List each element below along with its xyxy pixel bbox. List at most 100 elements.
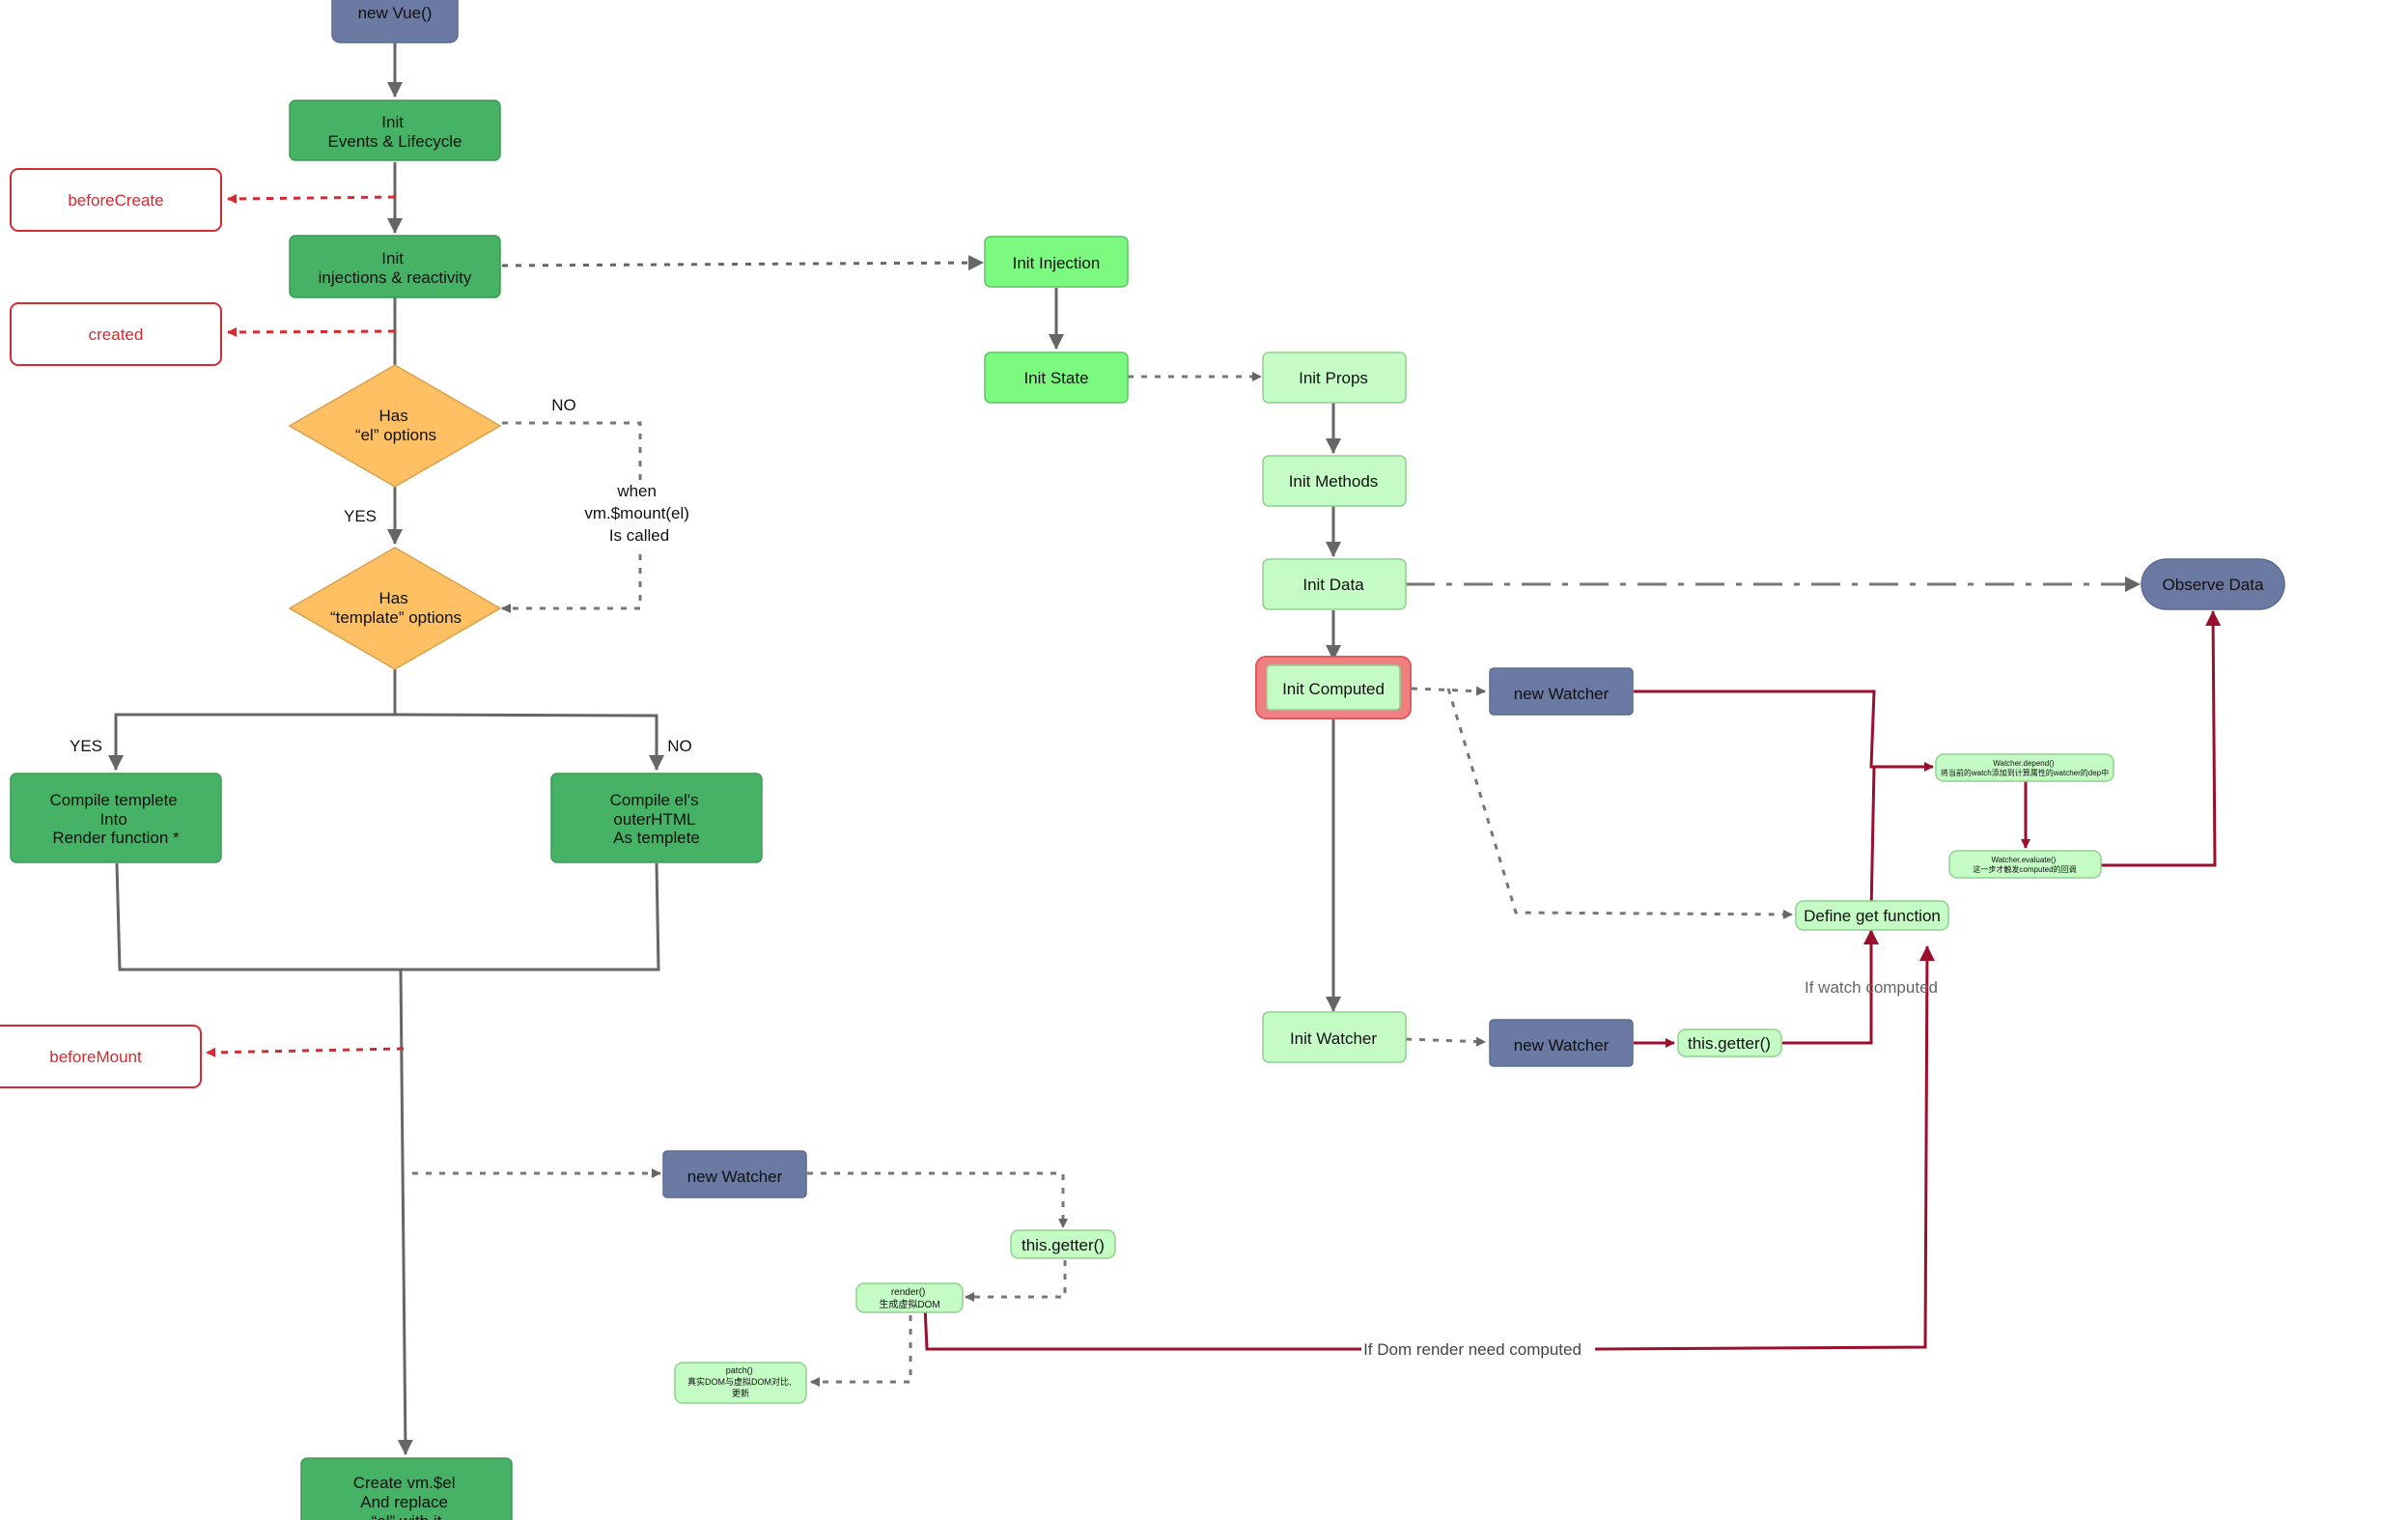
node-watcher-evaluate-line-2: 这一步才触发computed的回调 [1973,864,2076,874]
node-compile-template: Compile templete Into Render function * [10,773,222,863]
label-if-dom-render: If Dom render need computed [1363,1340,1582,1359]
line-compile-template-down [115,862,401,971]
node-this-getter-watch: this.getter() [1677,1028,1782,1057]
node-compile-template-line-2: Into [99,810,126,829]
node-new-watcher-render-label: new Watcher [687,1168,783,1186]
svg-text:Watcher.depend() 将当前的wat: Watcher.depend() 将当前的watch添加到计算属性的watche… [1941,759,2109,777]
hook-before-create: beforeCreate [10,168,222,232]
node-render-fn-line-1: render() [891,1287,926,1298]
svg-text:Create vm.$el And replac: Create vm.$el And replace “el” with it [353,1474,461,1520]
hook-created: created [10,302,222,366]
node-new-watcher-computed: new Watcher [1489,667,1634,716]
node-init-props: Init Props [1262,352,1407,404]
decision-has-template-line-2: “template” options [330,608,462,627]
label-yes-template: YES [70,737,102,755]
node-new-watcher-render: new Watcher [662,1150,807,1198]
line-compile-el-down [401,862,660,971]
arrow-render-to-patch [810,1315,912,1387]
node-compile-el-line-2: outerHTML [613,810,695,829]
arrow-getter-to-define [1782,929,1879,1045]
arrow-to-before-create [227,193,396,204]
node-observe-data: Observe Data [2141,558,2285,610]
decision-has-el-line-1: Has [379,407,408,425]
node-watcher-depend: Watcher.depend() 将当前的watch添加到计算属性的watche… [1935,753,2114,782]
node-patch-fn-line-3: 更新 [732,1388,749,1398]
decision-has-template: Has “template” options [288,547,502,670]
svg-text:Compile templete Into: Compile templete Into Render function * [49,791,182,847]
node-this-getter-render-label: this.getter() [1022,1236,1105,1254]
node-create-vm-el-line-2: And replace [360,1493,448,1511]
node-new-vue: new Vue() [331,0,459,43]
svg-text:render() 生成虚拟DOM: render() 生成虚拟DOM [879,1287,939,1310]
hook-before-mount: beforeMount [0,1025,202,1088]
label-when-mount-line-1: when [616,482,657,500]
hook-before-create-label: beforeCreate [68,191,163,210]
node-init-data: Init Data [1262,558,1407,610]
svg-text:Has “el” options: Has “el” options [355,407,436,444]
node-render-fn-line-2: 生成虚拟DOM [879,1298,939,1310]
node-init-injections: Init injections & reactivity [289,235,501,298]
node-compile-template-line-1: Compile templete [49,791,177,809]
node-init-injections-line-2: injections & reactivity [319,268,472,287]
node-compile-el: Compile el's outerHTML As templete [550,773,763,863]
node-render-fn: render() 生成虚拟DOM [855,1282,964,1313]
line-has-template-split [108,669,397,771]
decision-has-el: Has “el” options [288,364,502,488]
node-watcher-evaluate: Watcher.evaluate() 这一步才触发computed的回调 [1948,850,2102,879]
node-init-data-label: Init Data [1302,576,1364,594]
arrow-init-watcher-to-watcher [1405,1036,1486,1047]
label-no-template: NO [667,737,692,755]
arrow-getter-to-render [965,1260,1067,1302]
node-this-getter-render: this.getter() [1010,1229,1116,1259]
label-yes-el: YES [344,507,377,525]
svg-text:Compile el's outerHTML: Compile el's outerHTML As templete [610,791,704,847]
arrow-to-before-mount [206,1047,405,1057]
label-when-mount-line-3: Is called [609,526,669,545]
hook-before-mount-label: beforeMount [49,1048,142,1066]
node-init-computed-label: Init Computed [1282,680,1385,698]
node-init-methods-label: Init Methods [1289,472,1379,491]
node-observe-data-label: Observe Data [2163,576,2264,594]
decision-has-el-line-2: “el” options [355,426,436,444]
node-init-computed: Init Computed [1255,656,1412,719]
node-new-vue-label: new Vue() [358,4,433,22]
node-this-getter-watch-label: this.getter() [1688,1034,1771,1053]
arrow-evaluate-to-observe [2101,610,2222,867]
svg-text:Watcher.evaluate() 这一步才触: Watcher.evaluate() 这一步才触发computed的回调 [1973,856,2076,874]
svg-text:Init injections & reacti: Init injections & reactivity [319,249,472,287]
node-init-props-label: Init Props [1299,369,1368,387]
arrow-computed-to-define-get [1446,688,1793,919]
node-compile-el-line-3: As templete [613,829,700,847]
node-create-vm-el-line-3: “el” with it [372,1512,442,1520]
node-new-watcher-watch-label: new Watcher [1514,1036,1610,1055]
node-new-watcher-watch: new Watcher [1489,1019,1634,1067]
line-define-up [1869,766,1876,914]
line-watcher-to-depend [1634,690,1934,772]
node-init-state-label: Init State [1023,369,1088,387]
node-init-state: Init State [984,352,1129,404]
svg-text:patch() 真实DOM与虚拟DOM对比,: patch() 真实DOM与虚拟DOM对比, 更新 [687,1365,794,1398]
svg-text:Init Events & Lifecycle: Init Events & Lifecycle [328,113,462,151]
label-if-watch-computed: If watch computed [1805,978,1938,997]
node-init-injections-line-1: Init [381,249,404,267]
node-watcher-evaluate-line-1: Watcher.evaluate() [1991,856,2056,864]
node-patch-fn: patch() 真实DOM与虚拟DOM对比, 更新 [674,1362,807,1404]
node-new-watcher-computed-label: new Watcher [1514,685,1610,703]
node-init-watcher: Init Watcher [1262,1011,1407,1063]
arrow-when-mount [501,554,642,613]
decision-has-template-line-1: Has [379,589,408,607]
arrow-render-to-define [923,946,1927,1351]
node-init-watcher-label: Init Watcher [1290,1029,1377,1048]
node-watcher-depend-line-1: Watcher.depend() [1993,759,2055,768]
label-when-mount-line-2: vm.$mount(el) [584,504,689,522]
node-define-get-function: Define get function [1795,900,1949,931]
node-define-get-function-label: Define get function [1804,907,1941,925]
arrow-to-create-vm-el [397,969,413,1455]
line-has-el-no [502,421,642,480]
arrow-injections-to-init-injection [501,255,984,271]
node-init-events: Init Events & Lifecycle [289,99,501,161]
connectors [108,42,2222,1455]
node-create-vm-el-line-1: Create vm.$el [353,1474,456,1492]
line-split-to-compile-el [394,713,664,771]
node-compile-template-line-3: Render function * [52,829,180,847]
